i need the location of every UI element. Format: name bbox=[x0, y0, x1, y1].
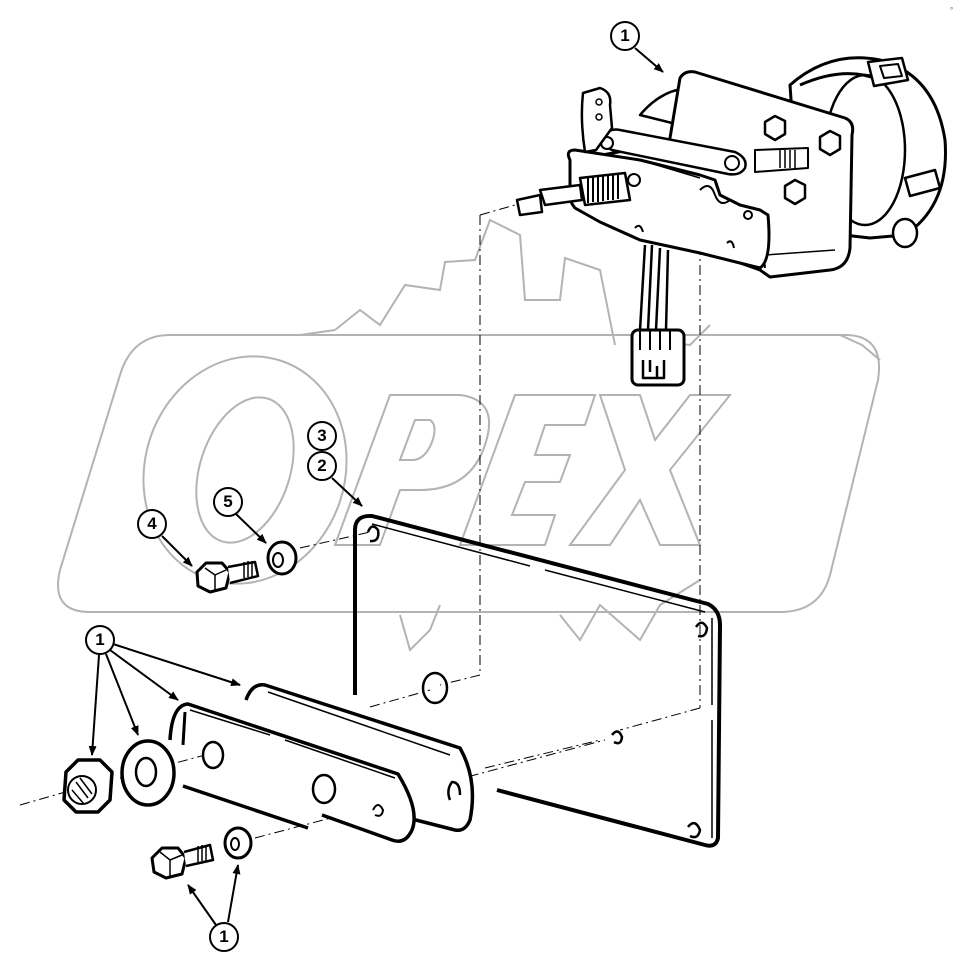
opex-watermark bbox=[57, 218, 881, 652]
watermark-letter-e bbox=[458, 394, 597, 546]
washer-5 bbox=[266, 540, 298, 576]
callout-4: 4 bbox=[137, 509, 167, 539]
motor-assembly bbox=[515, 56, 947, 387]
callout-1-bolt-washer: 1 bbox=[209, 922, 239, 952]
mounting-plate bbox=[353, 513, 722, 848]
fasteners bbox=[62, 540, 298, 880]
link-plate-rear bbox=[244, 683, 475, 833]
small-washer bbox=[223, 826, 253, 860]
hex-bolt-4 bbox=[195, 560, 260, 594]
leader-arrows bbox=[88, 47, 664, 926]
watermark-letter-p bbox=[333, 394, 490, 546]
hex-lock-nut bbox=[62, 758, 114, 814]
callout-1-link-kit: 1 bbox=[85, 625, 115, 655]
corner-mark: ° bbox=[950, 6, 954, 15]
watermark-gear bbox=[299, 218, 881, 361]
callout-5: 5 bbox=[213, 487, 243, 517]
callout-2: 2 bbox=[307, 451, 337, 481]
wiring-harness bbox=[638, 244, 670, 331]
small-hex-bolt bbox=[150, 843, 215, 880]
link-plates bbox=[168, 683, 475, 843]
large-washer bbox=[120, 739, 176, 807]
callout-1-motor: 1 bbox=[610, 21, 640, 51]
watermark-letter-x bbox=[568, 394, 733, 546]
link-plate-front bbox=[168, 702, 416, 843]
callout-3: 3 bbox=[307, 421, 337, 451]
watermark-frame bbox=[57, 334, 880, 613]
